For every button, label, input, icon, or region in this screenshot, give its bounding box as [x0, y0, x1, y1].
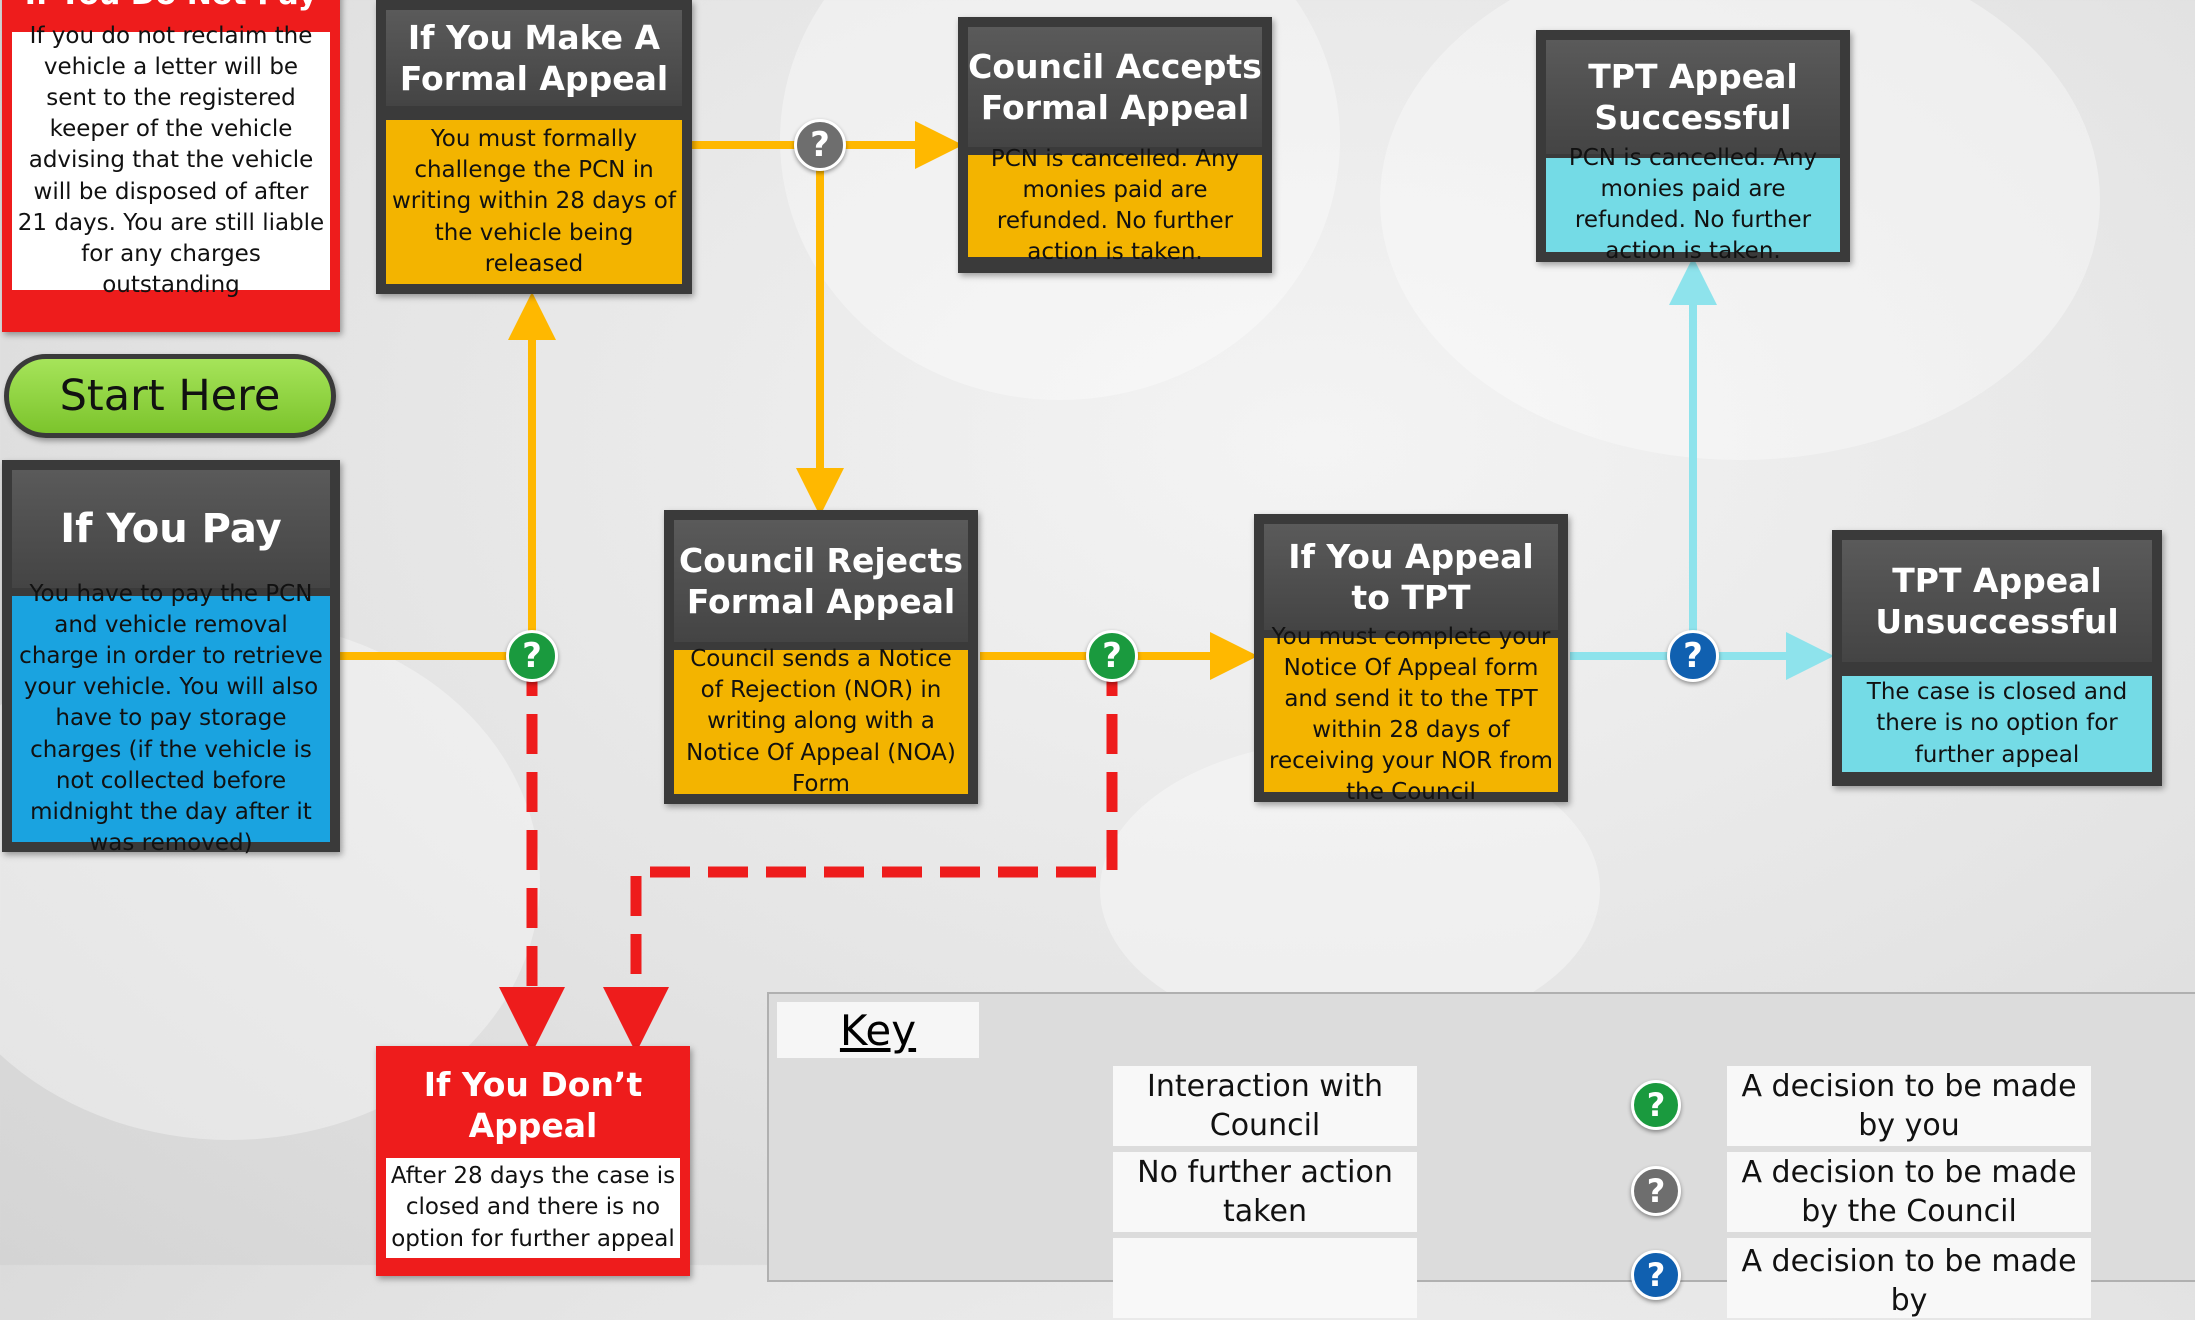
box-title: TPT Appeal Successful [1546, 40, 1840, 154]
box-text: You have to pay the PCN and vehicle remo… [12, 581, 330, 856]
box-formal-appeal: If You Make A Formal Appeal You must for… [376, 0, 692, 294]
box-council-accepts: Council Accepts Formal Appeal PCN is can… [958, 17, 1272, 273]
box-title: If You Pay [12, 470, 330, 588]
box-council-rejects: Council Rejects Formal Appeal Council se… [664, 510, 978, 804]
box-tpt-appeal-unsuccessful: TPT Appeal Unsuccessful The case is clos… [1832, 530, 2162, 786]
decision-tpt-icon: ? [1667, 630, 1719, 682]
key-panel: Key Interaction with Council No further … [767, 992, 2195, 1318]
key-label-council: Interaction with Council [1113, 1066, 1417, 1146]
box-text: You must complete your Notice Of Appeal … [1264, 624, 1558, 805]
arrow-rejects-to-dont-appeal [603, 656, 1118, 1053]
box-if-you-dont-appeal: If You Don’t Appeal After 28 days the ca… [376, 1046, 690, 1276]
start-here-button[interactable]: Start Here [4, 354, 336, 438]
box-appeal-to-tpt: If You Appeal to TPT You must complete y… [1254, 514, 1568, 805]
key-label-tpt [1113, 1238, 1417, 1318]
key-decision-tpt-icon: ? [1631, 1250, 1681, 1300]
box-text: PCN is cancelled. Any monies paid are re… [1546, 145, 1840, 264]
key-label-decision-you: A decision to be made by you [1727, 1066, 2091, 1146]
key-label-decision-tpt: A decision to be made by [1727, 1238, 2091, 1318]
box-if-you-pay: If You Pay You have to pay the PCN and v… [2, 460, 340, 856]
key-decision-you-icon: ? [1631, 1080, 1681, 1130]
box-if-you-do-not-pay: If You Do Not Pay If you do not reclaim … [2, 0, 340, 332]
box-title: Council Accepts Formal Appeal [968, 27, 1262, 147]
key-title: Key [777, 1002, 979, 1058]
box-text: You must formally challenge the PCN in w… [386, 120, 682, 284]
box-text: If you do not reclaim the vehicle a lett… [12, 23, 330, 298]
decision-you-icon: ? [506, 630, 558, 682]
box-title: If You Do Not Pay [12, 0, 330, 20]
box-text: Council sends a Notice of Rejection (NOR… [674, 646, 968, 797]
decision-council-icon: ? [794, 119, 846, 171]
arrow-pay-to-formal-appeal [340, 292, 556, 660]
box-text: After 28 days the case is closed and the… [386, 1158, 680, 1258]
box-title: If You Appeal to TPT [1264, 524, 1558, 630]
box-text: PCN is cancelled. Any monies paid are re… [968, 146, 1262, 265]
key-label-no-action: No further action taken [1113, 1152, 1417, 1232]
box-title: If You Don’t Appeal [423, 1064, 643, 1145]
key-label-decision-council: A decision to be made by the Council [1727, 1152, 2091, 1232]
box-title: If You Make A Formal Appeal [386, 10, 682, 106]
box-tpt-appeal-successful: TPT Appeal Successful PCN is cancelled. … [1536, 30, 1850, 264]
box-text: The case is closed and there is no optio… [1842, 676, 2152, 772]
box-title: TPT Appeal Unsuccessful [1842, 540, 2152, 662]
decision-you-icon: ? [1086, 630, 1138, 682]
key-decision-council-icon: ? [1631, 1166, 1681, 1216]
box-title: Council Rejects Formal Appeal [674, 520, 968, 642]
